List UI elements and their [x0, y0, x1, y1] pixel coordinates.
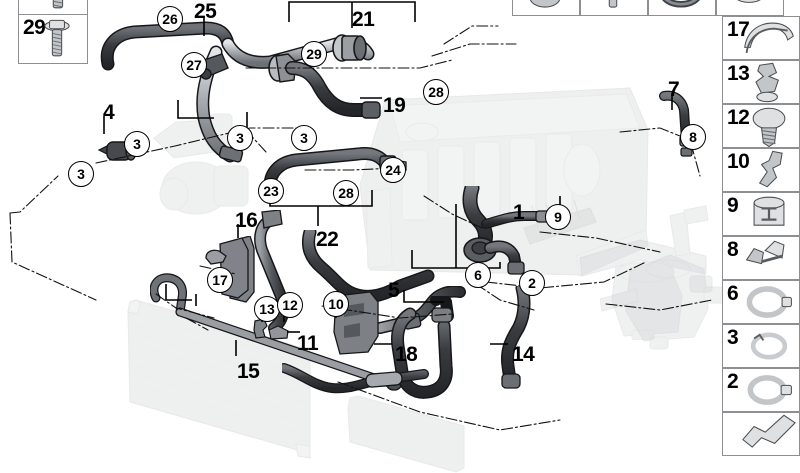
clip-17 — [205, 249, 227, 265]
callout-bubble-3[interactable]: 3 — [227, 125, 253, 151]
ghost-intake-rail — [523, 200, 713, 340]
callout-bubble-27[interactable]: 27 — [181, 52, 207, 78]
ghost-engine-block — [359, 87, 649, 277]
leader-number-7: 7 — [668, 78, 680, 101]
legend-number: 2 — [727, 370, 739, 393]
hose-clamp-large-icon — [741, 279, 797, 325]
legend-cell-top-0[interactable] — [512, 0, 580, 16]
sheet-bracket-icon — [741, 411, 797, 457]
hose-clamp-medium-icon — [741, 367, 797, 413]
pipe-lower-cross — [282, 363, 429, 394]
hose-16 — [254, 210, 290, 334]
leader-number-1: 1 — [513, 201, 525, 224]
leader-number-21: 21 — [352, 8, 375, 31]
leader-number-4: 4 — [103, 101, 115, 124]
legend-number: 3 — [727, 326, 739, 349]
callout-bubble-6[interactable]: 6 — [465, 262, 491, 288]
hose-connector-21 — [332, 34, 367, 62]
clip-12-11 — [268, 325, 289, 340]
legend-cell-top-2[interactable] — [648, 0, 716, 16]
legend-cell-8[interactable]: 8 — [722, 236, 800, 280]
legend-number: 13 — [727, 62, 750, 85]
flange-bolt-icon — [29, 16, 85, 62]
rivet-icon — [585, 0, 641, 17]
leader-number-18: 18 — [395, 343, 418, 366]
callout-bubble-3[interactable]: 3 — [68, 161, 94, 187]
callout-bubble-28[interactable]: 28 — [333, 180, 359, 206]
legend-number: 9 — [727, 194, 739, 217]
legend-cell-29[interactable]: 29 — [18, 14, 88, 64]
callout-bubble-13[interactable]: 13 — [254, 296, 280, 322]
ghost-radiator-secondary — [347, 395, 465, 473]
callout-bubble-10[interactable]: 10 — [323, 291, 349, 317]
bolt-icon — [29, 0, 85, 14]
legend-cell-top-1[interactable] — [580, 0, 648, 16]
leader-number-14: 14 — [512, 343, 535, 366]
legend-number: 12 — [727, 106, 750, 129]
callout-bubble-2[interactable]: 2 — [519, 270, 545, 296]
legend-cell-2[interactable]: 2 — [722, 368, 800, 412]
legend-cell-12[interactable]: 12 — [722, 104, 800, 148]
pipe-15 — [150, 273, 402, 391]
legend-number: 8 — [727, 238, 739, 261]
hose-19 — [268, 53, 381, 119]
legend-cell-17[interactable]: 17 — [722, 16, 800, 60]
grommet-icon — [721, 0, 777, 17]
leader-number-15: 15 — [237, 360, 260, 383]
leader-number-16: 16 — [235, 209, 258, 232]
legend-cell-9[interactable]: 9 — [722, 192, 800, 236]
legend-cell-3[interactable]: 3 — [722, 324, 800, 368]
spring-clip-icon — [741, 59, 797, 105]
hose-clamp-small-icon — [741, 323, 797, 369]
callout-bubble-28[interactable]: 28 — [423, 79, 449, 105]
callout-bubble-8[interactable]: 8 — [680, 124, 706, 150]
leader-number-5: 5 — [388, 279, 400, 302]
legend-number: 6 — [727, 282, 739, 305]
hose-18 — [391, 296, 454, 399]
quick-connector-icon — [741, 191, 797, 237]
callout-bubble-24[interactable]: 24 — [380, 157, 406, 183]
ghost-expansion-tank — [600, 254, 725, 350]
callout-bubble-3[interactable]: 3 — [124, 131, 150, 157]
callout-bubble-29[interactable]: 29 — [301, 41, 327, 67]
legend-cell-13[interactable]: 13 — [722, 60, 800, 104]
legend-cell-10[interactable]: 10 — [722, 148, 800, 192]
legend-number: 17 — [727, 18, 750, 41]
leader-number-25: 25 — [194, 0, 217, 23]
leader-number-19: 19 — [383, 94, 406, 117]
callout-bubble-12[interactable]: 12 — [277, 292, 303, 318]
o-ring-seal-icon — [653, 0, 709, 17]
pan-head-screw-icon — [741, 103, 797, 149]
legend-cell-top-3[interactable] — [716, 0, 784, 16]
hose-assembly-1-6-2 — [462, 186, 557, 275]
callout-bubble-26[interactable]: 26 — [157, 6, 183, 32]
double-holder-clip-icon — [741, 235, 797, 281]
legend-number: 29 — [23, 16, 46, 39]
callout-bubble-3[interactable]: 3 — [291, 125, 317, 151]
legend-cell-unnumbered[interactable] — [722, 412, 800, 456]
hose-bracket-clip-icon — [741, 15, 797, 61]
callout-bubble-23[interactable]: 23 — [258, 178, 284, 204]
retaining-bracket-icon — [741, 147, 797, 193]
leader-number-22: 22 — [316, 228, 339, 251]
leader-number-11: 11 — [297, 332, 319, 355]
callout-bubble-9[interactable]: 9 — [545, 204, 571, 230]
hose-10 — [302, 230, 435, 303]
legend-number: 10 — [727, 150, 750, 173]
legend-cell-6[interactable]: 6 — [722, 280, 800, 324]
callout-bubble-17[interactable]: 17 — [207, 267, 233, 293]
plug-cap-icon — [517, 0, 573, 17]
hose-14 — [501, 286, 531, 389]
